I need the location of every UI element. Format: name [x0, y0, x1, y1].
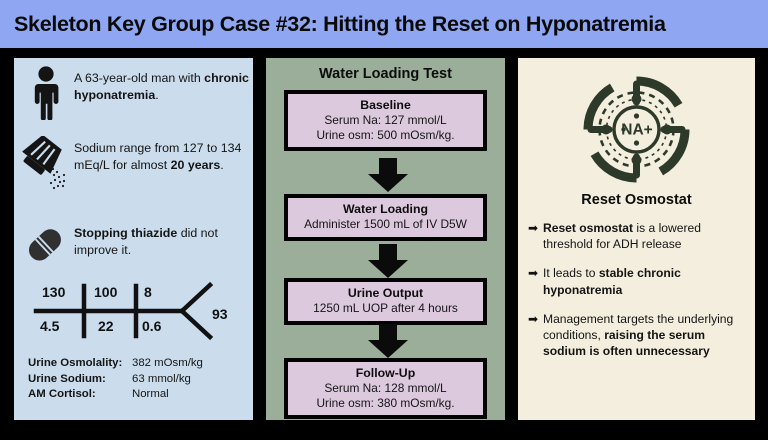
page-title: Skeleton Key Group Case #32: Hitting the… [14, 11, 666, 36]
lab-row-am-cortisol: AM Cortisol: Normal [28, 387, 253, 403]
reset-osmostat-caption: Reset Osmostat [581, 192, 692, 208]
bullet-item-consequence: ➡ It leads to stable chronic hyponatremi… [528, 265, 750, 297]
water-loading-test-heading: Water Loading Test [319, 66, 452, 82]
flow-arrow-down-1 [367, 158, 409, 192]
bullet-text-definition: Reset osmostat is a lowered threshold fo… [543, 221, 701, 252]
reset-osmostat-bullet-list: ➡ Reset osmostat is a lowered threshold … [528, 220, 750, 372]
bullet-text-consequence: It leads to stable chronic hyponatremia [543, 266, 681, 297]
lab-label-am-cortisol: AM Cortisol: [28, 388, 96, 400]
reset-osmostat-panel: NA+ Reset Osmostat ➡ Reset osmostat is a… [514, 54, 759, 424]
pill-icon [18, 221, 74, 271]
flow-step-baseline: Baseline Serum Na: 127 mmol/L Urine osm:… [284, 90, 487, 151]
flow-step-urine-output: Urine Output 1250 mL UOP after 4 hours [284, 278, 487, 325]
flow-step-water-loading-title: Water Loading [343, 202, 428, 216]
fact-text-demographics: A 63-year-old man with chronic hyponatre… [74, 71, 249, 102]
lab-row-urine-sodium: Urine Sodium: 63 mmol/kg [28, 372, 253, 388]
case-presentation-panel: A 63-year-old man with chronic hyponatre… [10, 54, 257, 424]
bullet-item-management: ➡ Management targets the underlying cond… [528, 311, 750, 360]
bullet-text-management: Management targets the underlying condit… [543, 311, 734, 359]
fishbone-lab-diagram: 130 100 8 4.5 22 0.6 93 [32, 280, 242, 342]
fishbone-bun: 8 [144, 284, 152, 300]
lab-label-urine-sodium: Urine Sodium: [28, 372, 106, 385]
flow-step-baseline-title: Baseline [360, 98, 411, 112]
fact-text-sodium-range: Sodium range from 127 to 134 mEq/L for a… [74, 141, 242, 172]
fact-text-thiazide: Stopping thiazide did not improve it. [74, 226, 218, 257]
fact-row-thiazide: Stopping thiazide did not improve it. [18, 221, 250, 271]
lab-row-urine-osmolality: Urine Osmolality: 382 mOsm/kg [28, 356, 253, 372]
arrow-right-icon: ➡ [528, 311, 539, 326]
flow-step-water-loading-line1: Administer 1500 mL of IV D5W [304, 217, 467, 231]
arrow-right-icon: ➡ [528, 266, 539, 281]
fact-row-sodium-range: Sodium range from 127 to 134 mEq/L for a… [18, 136, 250, 192]
lab-value-am-cortisol: Normal [132, 388, 169, 400]
lab-results-list: Urine Osmolality: 382 mOsm/kg Urine Sodi… [28, 356, 253, 403]
flow-step-baseline-line1: Serum Na: 127 mmol/L [324, 113, 447, 127]
lab-value-urine-osmolality: 382 mOsm/kg [132, 357, 203, 369]
water-loading-test-panel: Water Loading Test Baseline Serum Na: 12… [262, 54, 509, 424]
flow-step-follow-up: Follow-Up Serum Na: 128 mmol/L Urine osm… [284, 358, 487, 419]
svg-text:NA+: NA+ [621, 122, 652, 139]
flow-step-urine-output-line1: 1250 mL UOP after 4 hours [313, 301, 458, 315]
fishbone-potassium: 4.5 [40, 318, 60, 334]
arrow-right-icon: ➡ [528, 221, 539, 235]
fishbone-chloride: 100 [94, 284, 118, 300]
salt-shaker-icon [18, 136, 74, 192]
header-bar: Skeleton Key Group Case #32: Hitting the… [0, 0, 768, 48]
flow-step-urine-output-title: Urine Output [347, 286, 424, 300]
fishbone-glucose: 93 [212, 306, 228, 322]
flow-step-follow-up-title: Follow-Up [355, 366, 416, 380]
fishbone-creatinine: 0.6 [142, 318, 162, 334]
flow-arrow-down-2 [367, 244, 409, 278]
person-icon [18, 66, 74, 120]
flow-arrow-down-3 [367, 324, 409, 358]
fact-row-demographics: A 63-year-old man with chronic hyponatre… [18, 66, 250, 120]
flow-step-follow-up-line2: Urine osm: 380 mOsm/kg. [316, 395, 455, 410]
sodium-osmostat-target-icon: NA+ [579, 72, 694, 187]
flow-step-baseline-line2: Urine osm: 500 mOsm/kg. [316, 127, 455, 142]
lab-value-urine-sodium: 63 mmol/kg [132, 372, 191, 385]
flow-step-follow-up-line1: Serum Na: 128 mmol/L [324, 381, 447, 395]
fishbone-bicarbonate: 22 [98, 318, 114, 334]
flow-step-water-loading: Water Loading Administer 1500 mL of IV D… [284, 194, 487, 241]
lab-label-urine-osmolality: Urine Osmolality: [28, 357, 123, 369]
bullet-item-definition: ➡ Reset osmostat is a lowered threshold … [528, 220, 750, 252]
fishbone-sodium: 130 [42, 284, 66, 300]
